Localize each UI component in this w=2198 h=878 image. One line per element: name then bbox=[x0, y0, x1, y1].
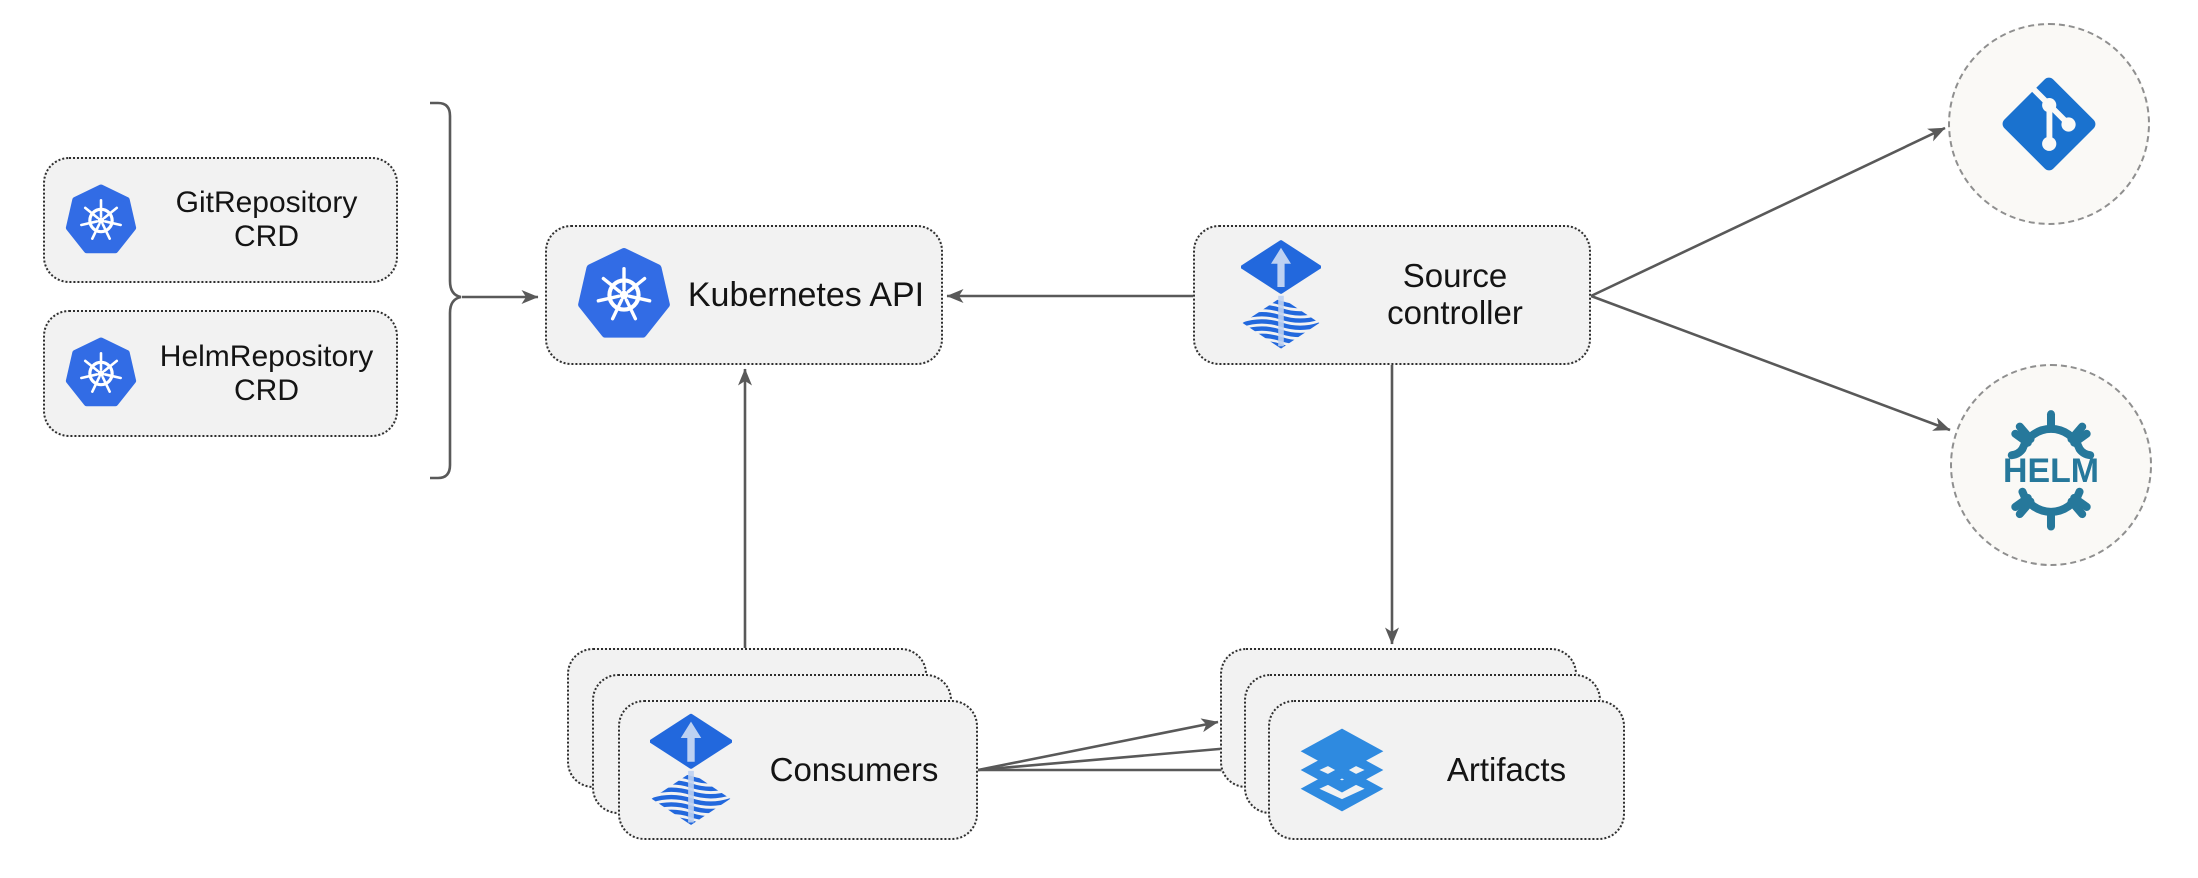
edge-source-controller-to-git bbox=[1590, 126, 1946, 298]
node-artifacts: Artifacts bbox=[1268, 700, 1625, 840]
flux-icon bbox=[650, 713, 732, 825]
helm-icon: HELM bbox=[2003, 410, 2099, 531]
git-icon bbox=[2002, 77, 2096, 171]
node-label: GitRepository CRD bbox=[137, 186, 396, 253]
node-label-line2: CRD bbox=[234, 220, 299, 253]
kubernetes-icon bbox=[578, 248, 670, 338]
node-source-controller: Source controller bbox=[1193, 225, 1591, 365]
flux-icon bbox=[1241, 240, 1321, 349]
edge-consumers-to-artifacts-2 bbox=[977, 741, 1243, 772]
crd-group-bracket bbox=[430, 101, 462, 480]
node-git-repository-crd: GitRepository CRD bbox=[43, 157, 398, 283]
node-label: Kubernetes API bbox=[687, 275, 925, 314]
node-label-line2: controller bbox=[1387, 294, 1523, 331]
edge-consumers-to-artifacts-1 bbox=[977, 718, 1219, 772]
node-label-line1: Source bbox=[1402, 257, 1508, 295]
node-label-line2: CRD bbox=[234, 373, 299, 407]
kubernetes-icon bbox=[65, 337, 137, 407]
node-kubernetes-api: Kubernetes API bbox=[545, 225, 943, 365]
node-label: HelmRepository CRD bbox=[137, 340, 396, 407]
node-consumers: Consumers bbox=[618, 700, 978, 840]
node-helm-repository-crd: HelmRepository CRD bbox=[43, 310, 398, 437]
node-label: Artifacts bbox=[1446, 750, 1567, 788]
node-label: Consumers bbox=[769, 750, 939, 788]
node-label: Source controller bbox=[1321, 257, 1589, 332]
edge-source-controller-to-helm bbox=[1590, 294, 1951, 432]
artifacts-layers-icon bbox=[1300, 728, 1384, 812]
endpoint-git-remote bbox=[1948, 23, 2150, 225]
node-label-line1: GitRepository bbox=[175, 186, 358, 220]
endpoint-helm-remote: HELM bbox=[1950, 364, 2152, 566]
helm-wordmark: HELM bbox=[2003, 452, 2099, 490]
node-label-line1: HelmRepository bbox=[159, 339, 374, 373]
kubernetes-icon bbox=[65, 184, 137, 253]
